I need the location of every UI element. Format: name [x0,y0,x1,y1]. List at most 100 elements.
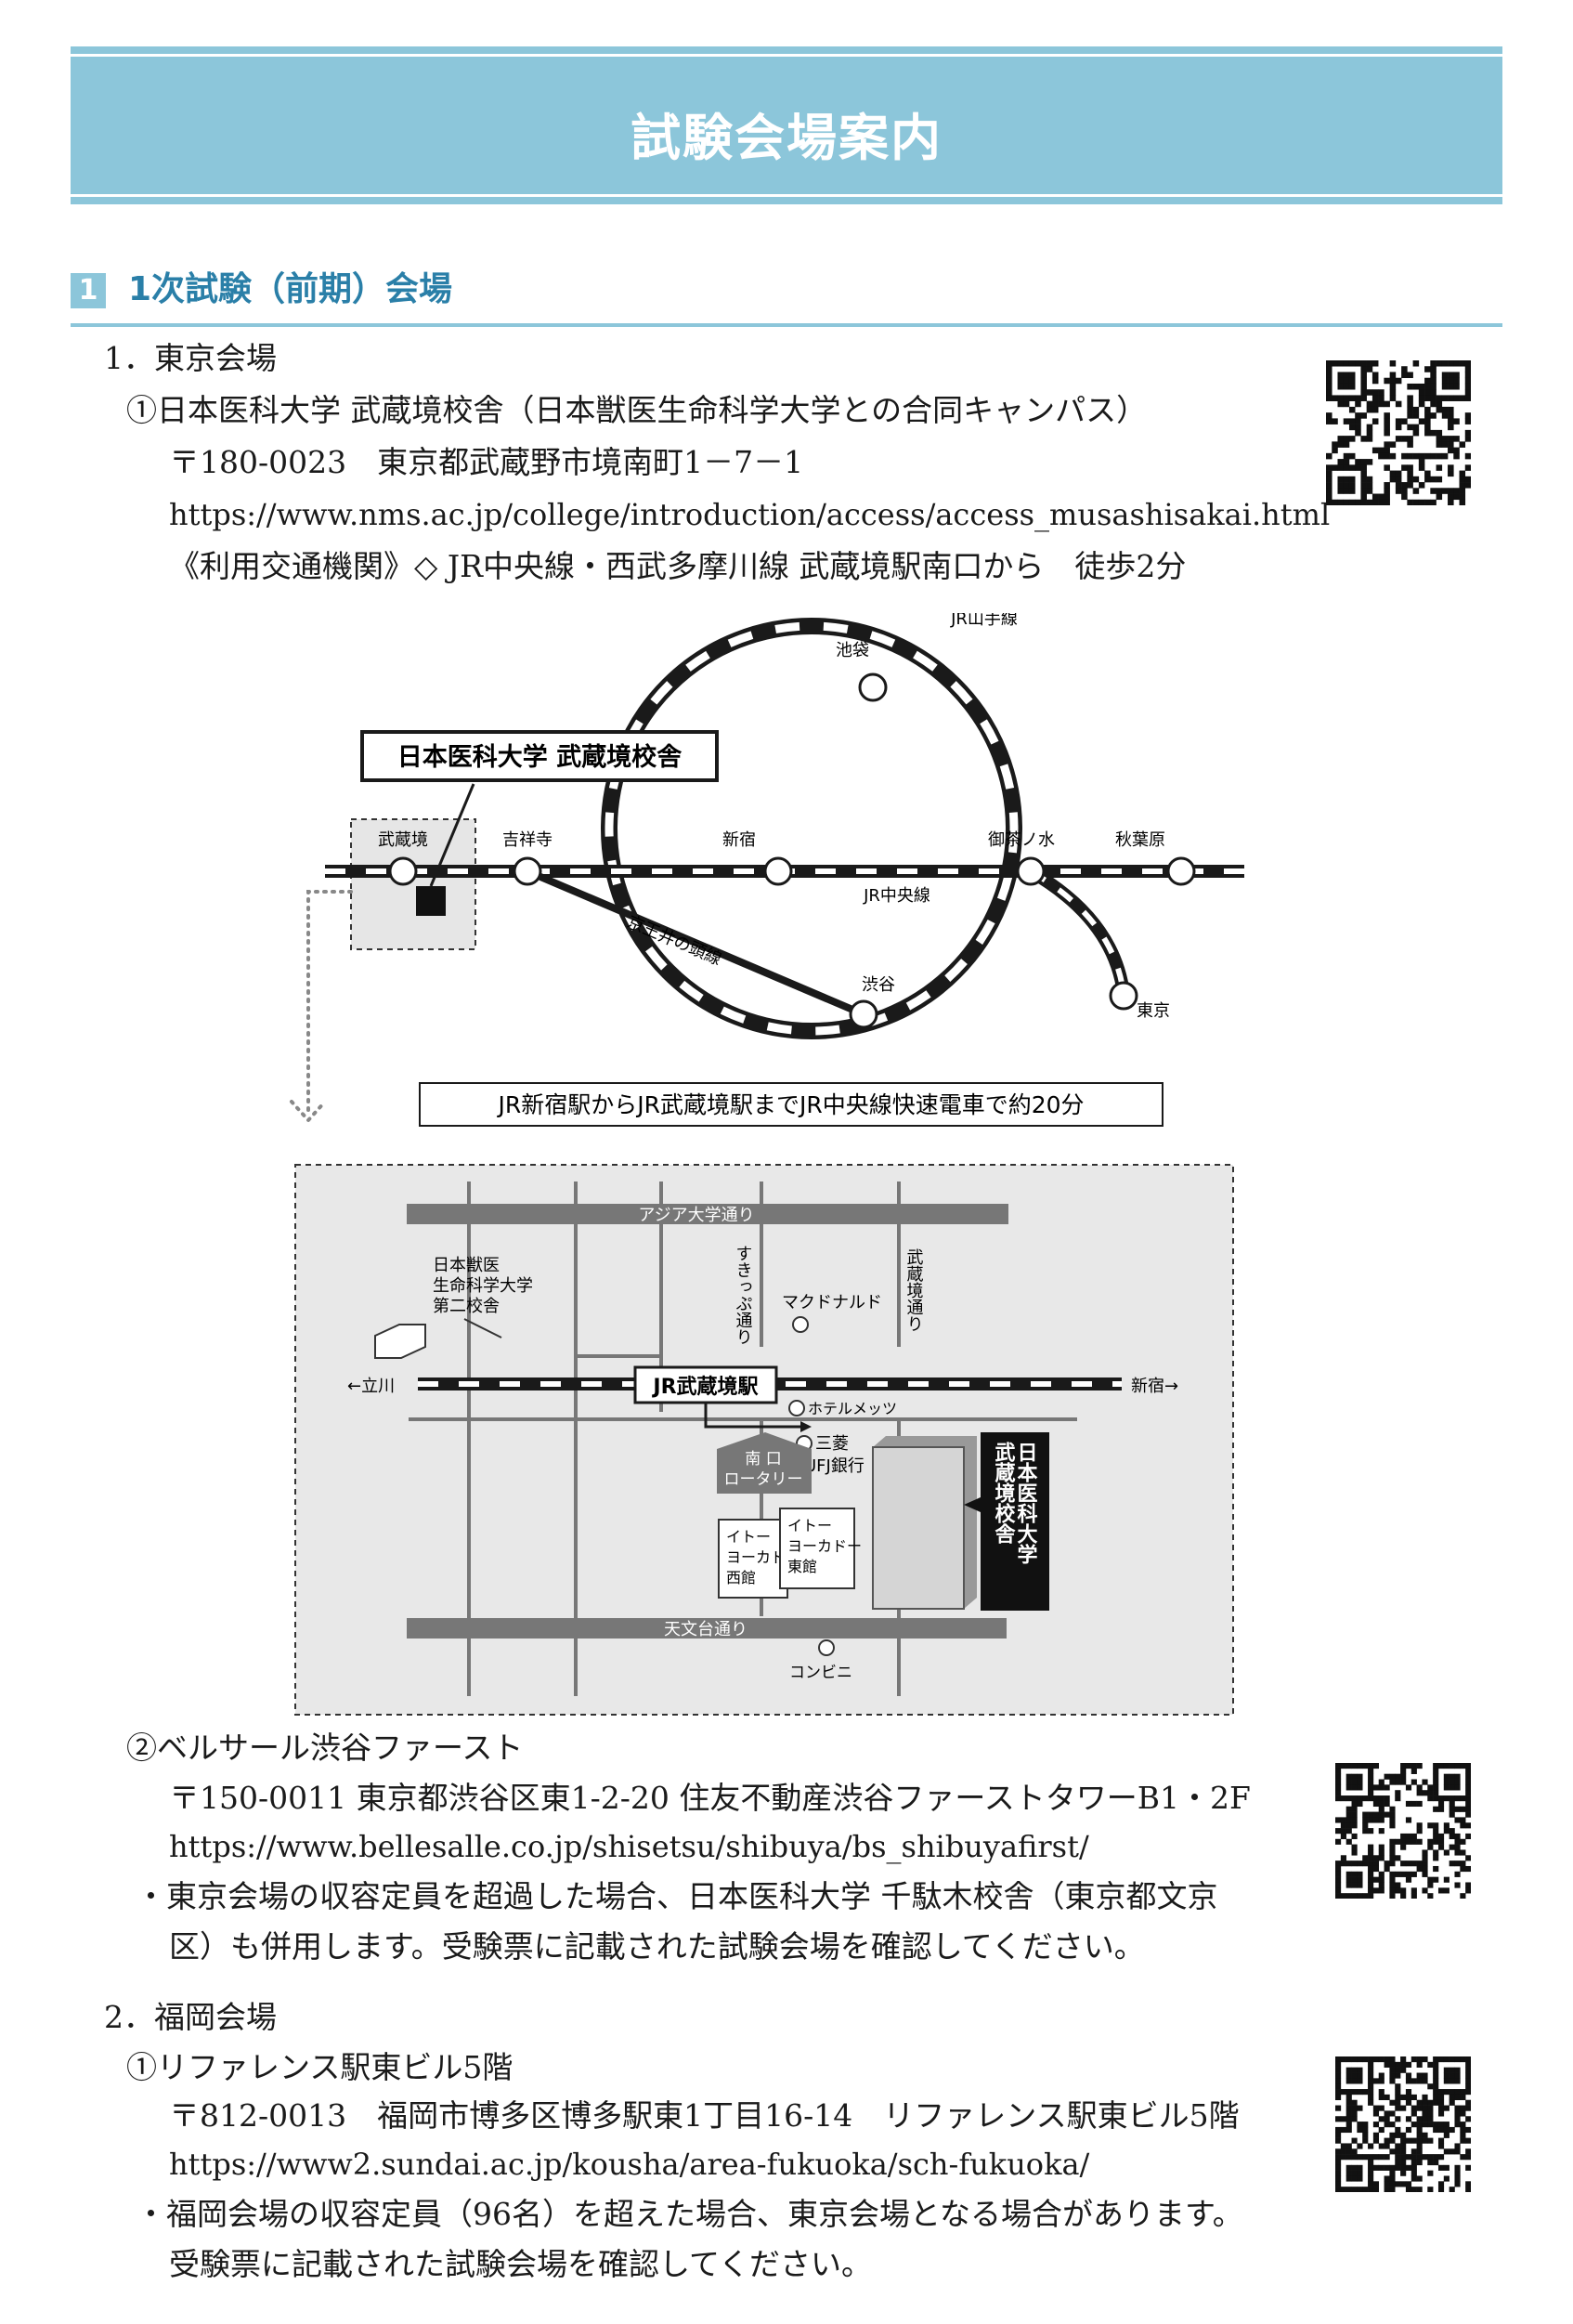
dotted-arrow-line [306,890,353,1116]
label-tokyo: 東京 [1137,1001,1170,1021]
travel-note: JR新宿駅からJR武蔵境駅までJR中央線快速電車で約20分 [496,1091,1084,1118]
chuo-branch-dash [1029,868,1126,995]
station-kichijoji [513,856,542,886]
travel-note-box [419,1082,1164,1127]
chuo-branch-track [1027,865,1130,995]
fukuoka-heading: 2．福岡会場 [104,1999,277,2035]
tenmondai-st-label: 天文台通り [664,1620,748,1639]
section-underline [71,323,1502,327]
tokyo-venue1-url[interactable]: https://www.nms.ac.jp/college/introducti… [169,497,1331,532]
section-title: 1次試験（前期）会場 [128,270,453,308]
tokyo-venue1-address: 〒180-0023 東京都武蔵野市境南町1－7－1 [169,444,804,480]
tokyo-venue2-note-line1: ・東京会場の収容定員を超過した場合、日本医科大学 千駄木校舎（東京都文京 [136,1878,1218,1914]
campus-label: 日本医科大学 武蔵境校舎 [397,742,682,772]
campus-vertical-line2: 武蔵境校舎 [992,1442,1016,1545]
musashisakai-st-label: 武蔵境通り [904,1248,924,1332]
section-number: 1 [71,273,106,308]
page-title: 試験会場案内 [630,109,942,167]
sukippu-st-label: すきっぷ通り [734,1245,753,1345]
ito-west-line1: イトー [726,1528,771,1546]
campus-label-box [360,730,719,782]
mcdonalds-label: マクドナルド [782,1293,882,1312]
label-shinjuku: 新宿 [722,830,756,850]
tokyo-venue1-name: ①日本医科大学 武蔵境校舎（日本獣医生命科学大学との合同キャンパス） [126,392,1148,428]
ito-yokado-east [779,1508,855,1589]
station-exit-arrow-head [800,1421,812,1432]
route-map: 日本医科大学 武蔵境校舎 武蔵境 吉祥寺 新宿 池袋 御茶ノ水 秋葉原 渋谷 東… [290,613,1244,1127]
fukuoka-venue1-name: ①リファレンス駅東ビル5階 [126,2049,514,2085]
qr-code-tokyo-venue1[interactable] [1326,360,1471,505]
hotel-label: ホテルメッツ [808,1400,897,1417]
station-label: JR武蔵境駅 [651,1375,758,1399]
banner-bottom-rule [71,194,1502,197]
ito-west-line3: 西館 [726,1569,756,1586]
asia-st-label: アジア大学通り [638,1206,754,1225]
label-chuo: JR中央線 [863,886,930,906]
label-ochanomizu: 御茶ノ水 [988,830,1055,850]
qr-code-fukuoka[interactable] [1335,2056,1471,2192]
access-map: 日本医科大学 武蔵境校舎 武蔵境 吉祥寺 新宿 池袋 御茶ノ水 秋葉原 渋谷 東… [290,613,1244,1716]
label-kichijoji: 吉祥寺 [502,830,552,850]
label-musashisakai: 武蔵境 [378,830,428,850]
label-ikebukuro: 池袋 [836,641,869,660]
label-yamanote: JR山手線 [950,613,1018,629]
station-shinjuku [763,856,793,886]
campus-marker [416,886,446,916]
title-banner: 試験会場案内 [71,46,1502,204]
tokyo-venue2-address: 〒150-0011 東京都渋谷区東1-2-20 住友不動産渋谷ファーストタワーB… [169,1780,1251,1816]
ito-east-line1: イトー [787,1517,832,1534]
area-map: アジア大学通り 天文台通り すきっぷ通り 武蔵境通り ←立川 新宿→ JR武蔵境… [294,1164,1234,1716]
rotary-line1: 南 口 [745,1450,781,1469]
campus-pointer-arrow [964,1497,981,1512]
station-akihabara [1166,856,1196,886]
ito-yokado-west [718,1519,788,1599]
tokyo-venue1-access: 《利用交通機関》◇ JR中央線・西武多摩川線 武蔵境駅南口から 徒歩2分 [169,548,1187,584]
fukuoka-note-line1: ・福岡会場の収容定員（96名）を超えた場合、東京会場となる場合があります。 [136,2196,1243,2232]
musashisakai-area-box [350,818,476,950]
convenience-label: コンビニ [789,1664,852,1682]
keio-inokashira-line [526,868,865,1018]
asia-st-road [407,1204,1008,1224]
ito-east-line3: 東館 [787,1558,817,1575]
banner-top-rule [71,54,1502,57]
campus-building [872,1446,965,1610]
label-akihabara: 秋葉原 [1115,830,1165,850]
vet-univ-line1: 日本獣医 [433,1256,500,1275]
campus-vertical-line1: 日本医科大学 [1014,1442,1038,1564]
fukuoka-note-line2: 受験票に記載された試験会場を確認してください。 [169,2246,873,2282]
tachikawa-label: ←立川 [347,1377,395,1396]
tokyo-venue2-name: ②ベルサール渋谷ファースト [126,1730,524,1766]
hotel-marker [788,1400,805,1417]
station-shibuya [849,999,878,1029]
tenmondai-st-road [407,1618,1007,1639]
yamanote-line-dash [604,621,1019,1036]
station-musashisakai [388,856,418,886]
vet-univ-pointer [463,1318,502,1338]
mcdonalds-marker [792,1316,809,1333]
bank-line1: 三菱 [815,1434,849,1454]
fukuoka-venue1-url[interactable]: https://www2.sundai.ac.jp/kousha/area-fu… [169,2147,1090,2182]
south-rotary [717,1432,812,1494]
station-ikebukuro [858,672,888,702]
vet-univ-line3: 第二校舎 [433,1297,500,1316]
shinjuku-direction-label: 新宿→ [1131,1377,1178,1396]
qr-code-tokyo-venue2[interactable] [1335,1763,1471,1899]
station-exit-arrow [704,1403,808,1429]
tokyo-venue2-note-line2: 区）も併用します。受験票に記載された試験会場を確認してください。 [169,1928,1145,1965]
campus-pointer [429,783,475,887]
station-tokyo [1109,981,1138,1011]
station-ochanomizu [1016,856,1046,886]
label-shibuya: 渋谷 [862,975,895,995]
vet-univ-line2: 生命科学大学 [433,1276,533,1296]
tokyo-heading: 1．東京会場 [104,340,277,376]
convenience-marker [818,1639,835,1656]
fukuoka-venue1-address: 〒812-0013 福岡市博多区博多駅東1丁目16-14 リファレンス駅東ビル5… [169,2097,1240,2134]
tokyo-venue2-url[interactable]: https://www.bellesalle.co.jp/shisetsu/sh… [169,1829,1089,1864]
ito-east-line2: ヨーカドー [787,1537,862,1555]
bank-line2: UFJ銀行 [804,1456,864,1476]
section-heading: 1 1次試験（前期）会場 [71,266,1502,327]
rotary-line2: ロータリー [724,1470,803,1489]
campus-vertical-box [981,1432,1049,1611]
dotted-arrow-head [290,1100,327,1123]
vet-univ-building-icon [374,1324,426,1359]
